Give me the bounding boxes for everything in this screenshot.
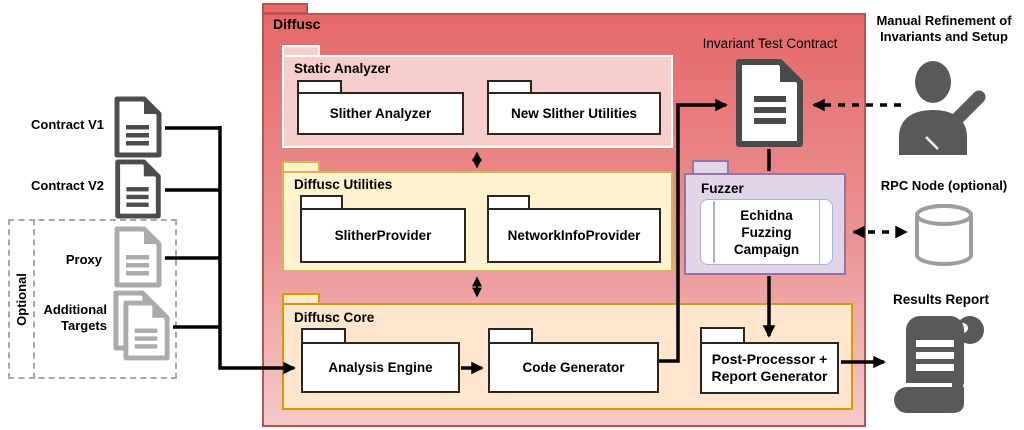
invariant-test-contract-label: Invariant Test Contract (702, 36, 838, 51)
optional-group-label: Optional (14, 272, 29, 326)
person-editing-icon (899, 61, 986, 155)
optional-group-strip: Optional (8, 219, 35, 379)
networkinfo-provider-box: NetworkInfoProvider (487, 208, 661, 263)
fuzzer-label: Fuzzer (701, 181, 744, 196)
additional-targets-label: Additional Targets (43, 302, 107, 333)
database-cylinder-icon (915, 204, 973, 266)
post-processor-box: Post-Processor + Report Generator (700, 342, 839, 394)
slither-analyzer-box: Slither Analyzer (297, 92, 464, 135)
slither-provider-tab (300, 195, 343, 210)
contract-v2-document-icon (115, 159, 161, 219)
diffusc-core-label: Diffusc Core (294, 310, 375, 325)
manual-refinement-label: Manual Refinement of Invariants and Setu… (876, 13, 1012, 44)
code-generator-box: Code Generator (488, 342, 659, 393)
additional-targets-front-document-icon (123, 300, 170, 361)
results-report-scroll-icon (894, 316, 984, 413)
analysis-engine-box: Analysis Engine (301, 342, 460, 393)
rpc-node-label: RPC Node (optional) (880, 178, 1008, 193)
slither-analyzer-tab (297, 80, 342, 94)
contract-v1-document-icon (114, 96, 162, 158)
new-slither-utilities-box: New Slither Utilities (487, 92, 661, 135)
proxy-label: Proxy (65, 252, 102, 267)
static-analyzer-label: Static Analyzer (294, 61, 391, 76)
networkinfo-provider-tab (487, 195, 530, 210)
results-report-label: Results Report (892, 292, 990, 307)
echidna-fuzzing-campaign-box: Echidna Fuzzing Campaign (700, 199, 833, 265)
diffusc-package-label: Diffusc (273, 16, 321, 32)
contract-v1-label: Contract V1 (31, 117, 104, 132)
slither-provider-box: SlitherProvider (300, 208, 466, 263)
diffusc-utilities-label: Diffusc Utilities (294, 177, 393, 192)
code-generator-tab (488, 328, 533, 344)
new-slither-utilities-tab (487, 80, 532, 94)
proxy-document-icon (114, 226, 162, 288)
contract-v2-label: Contract V2 (31, 178, 104, 193)
invariant-test-contract-document-icon (736, 59, 803, 147)
analysis-engine-tab (301, 328, 346, 344)
